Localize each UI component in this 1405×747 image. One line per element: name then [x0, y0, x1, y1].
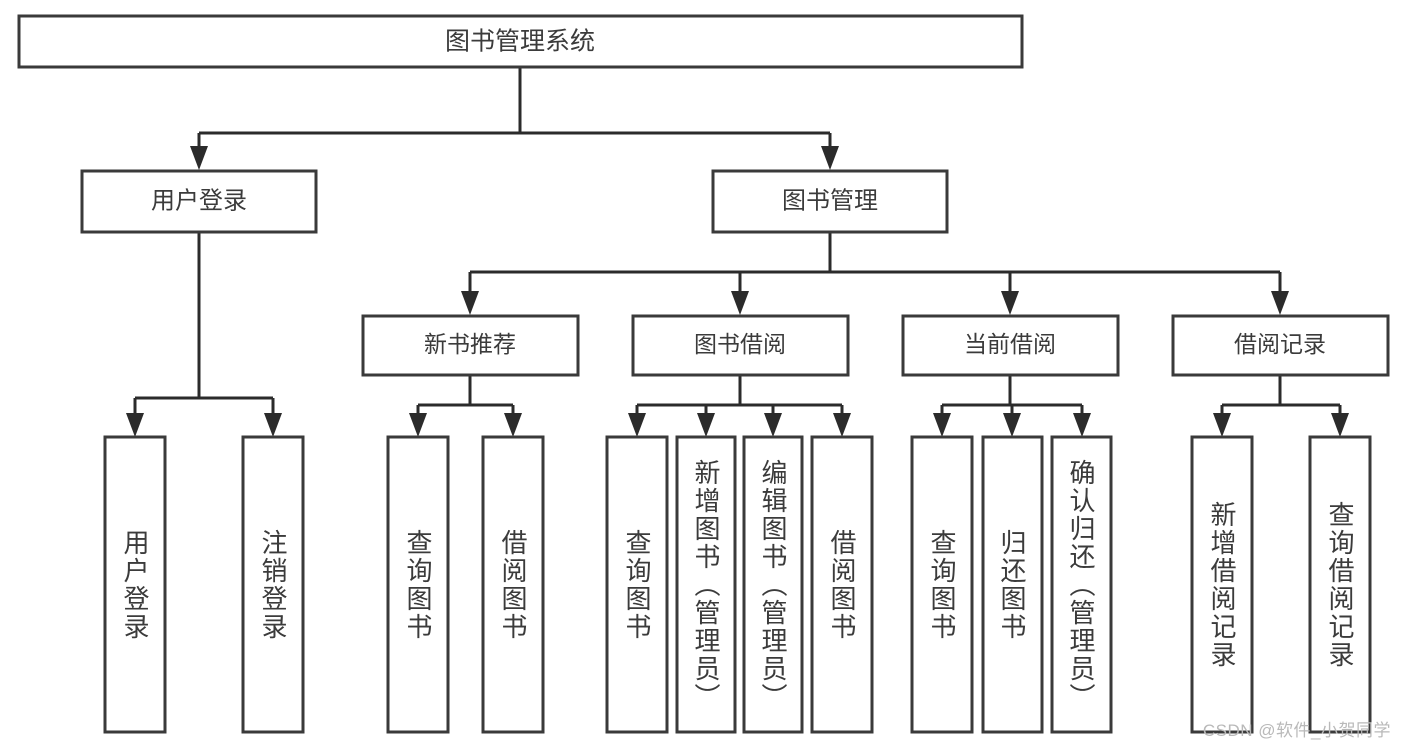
- node-label-user-login: 用户登录: [151, 187, 247, 214]
- node-label-current-borrow: 当前借阅: [964, 331, 1056, 357]
- arrow-head-icon: [821, 146, 839, 170]
- arrow-head-icon: [409, 413, 427, 437]
- node-borrow-record[interactable]: 借阅记录: [1171, 314, 1390, 377]
- node-book-borrow[interactable]: 图书借阅: [631, 314, 850, 377]
- leaf-label-current-borrow-return: 归还图书: [997, 529, 1027, 641]
- arrow-head-icon: [1331, 413, 1349, 437]
- connector-borrowrecord-to-leaves: [1213, 375, 1349, 437]
- leaf-label-book-borrow-borrow: 借阅图书: [827, 529, 857, 641]
- arrow-head-icon: [697, 413, 715, 437]
- arrow-head-icon: [126, 413, 144, 437]
- leaf-book-borrow-add[interactable]: 新增图书（管理员）: [675, 435, 737, 734]
- arrow-head-icon: [731, 291, 749, 315]
- leaf-book-borrow-edit[interactable]: 编辑图书（管理员）: [742, 435, 804, 734]
- leaf-user-login-login[interactable]: 用户登录: [103, 435, 167, 734]
- arrow-head-icon: [1213, 413, 1231, 437]
- arrow-head-icon: [628, 413, 646, 437]
- leaf-current-borrow-query[interactable]: 查询图书: [910, 435, 974, 734]
- leaf-book-borrow-query[interactable]: 查询图书: [605, 435, 669, 734]
- leaf-new-book-borrow[interactable]: 借阅图书: [481, 435, 545, 734]
- leaf-label-current-borrow-confirm: 确认归还（管理员）: [1066, 459, 1096, 711]
- leaf-label-book-borrow-add: 新增图书（管理员）: [691, 459, 721, 711]
- node-user-login[interactable]: 用户登录: [80, 169, 318, 234]
- node-label-book-management: 图书管理: [782, 187, 878, 214]
- leaf-label-book-borrow-edit: 编辑图书（管理员）: [758, 459, 788, 711]
- arrow-head-icon: [764, 413, 782, 437]
- connector-newbook-to-leaves: [409, 375, 522, 437]
- leaf-label-book-borrow-query: 查询图书: [622, 529, 652, 641]
- node-label-root: 图书管理系统: [445, 28, 595, 56]
- node-label-borrow-record: 借阅记录: [1234, 331, 1326, 357]
- leaf-current-borrow-confirm[interactable]: 确认归还（管理员）: [1050, 435, 1113, 734]
- leaf-book-borrow-borrow[interactable]: 借阅图书: [810, 435, 874, 734]
- node-new-book-recommend[interactable]: 新书推荐: [361, 314, 580, 377]
- connector-booksystem-to-level3: [461, 232, 1289, 315]
- connector-root-to-level2: [190, 67, 839, 170]
- leaf-borrow-record-query[interactable]: 查询借阅记录: [1308, 435, 1372, 734]
- leaf-label-new-book-query: 查询图书: [403, 529, 433, 641]
- arrow-head-icon: [833, 413, 851, 437]
- node-book-management[interactable]: 图书管理: [711, 169, 949, 234]
- arrow-head-icon: [264, 413, 282, 437]
- arrow-head-icon: [504, 413, 522, 437]
- leaf-label-borrow-record-query: 查询借阅记录: [1325, 501, 1355, 669]
- arrow-head-icon: [1003, 413, 1021, 437]
- arrow-head-icon: [933, 413, 951, 437]
- arrow-head-icon: [1001, 291, 1019, 315]
- leaf-label-new-book-borrow: 借阅图书: [498, 529, 528, 641]
- node-label-new-book-recommend: 新书推荐: [424, 331, 516, 357]
- node-current-borrow[interactable]: 当前借阅: [901, 314, 1120, 377]
- connector-userlogin-to-leaves: [126, 232, 282, 437]
- leaf-label-borrow-record-add: 新增借阅记录: [1207, 501, 1237, 669]
- connector-bookborrow-to-leaves: [628, 375, 851, 437]
- arrow-head-icon: [190, 146, 208, 170]
- node-label-book-borrow: 图书借阅: [694, 331, 786, 357]
- arrow-head-icon: [1073, 413, 1091, 437]
- arrow-head-icon: [1271, 291, 1289, 315]
- leaf-label-user-login-logout: 注销登录: [258, 529, 288, 641]
- connector-currentborrow-to-leaves: [933, 375, 1091, 437]
- arrow-head-icon: [461, 291, 479, 315]
- leaf-user-login-logout[interactable]: 注销登录: [241, 435, 305, 734]
- leaf-label-current-borrow-query: 查询图书: [927, 529, 957, 641]
- leaf-borrow-record-add[interactable]: 新增借阅记录: [1190, 435, 1254, 734]
- leaf-label-user-login-login: 用户登录: [120, 529, 150, 641]
- leaf-current-borrow-return[interactable]: 归还图书: [981, 435, 1044, 734]
- node-root-book-management-system[interactable]: 图书管理系统: [17, 14, 1024, 69]
- csdn-watermark: CSDN @软件_小贺同学: [1202, 721, 1391, 740]
- leaf-new-book-query[interactable]: 查询图书: [386, 435, 450, 734]
